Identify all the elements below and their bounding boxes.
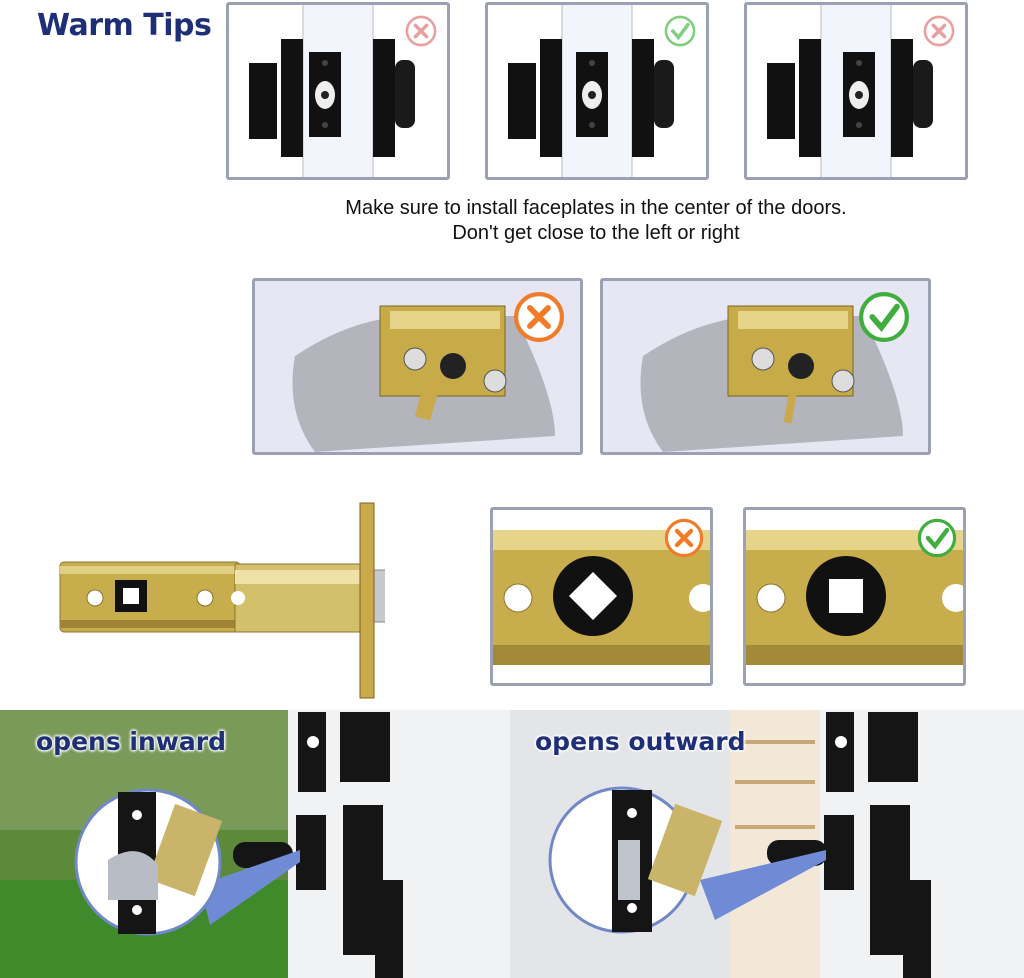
check-circle-icon bbox=[859, 292, 909, 342]
cam-panel-wrong bbox=[252, 278, 583, 455]
check-circle-icon bbox=[917, 518, 957, 558]
faceplate-tip-line2: Don't get close to the left or right bbox=[452, 222, 740, 244]
opens-outward-label: opens outward bbox=[535, 727, 746, 756]
latch-panel-diamond bbox=[490, 507, 713, 686]
x-circle-icon bbox=[405, 15, 437, 47]
latch-illustration bbox=[55, 500, 385, 700]
check-circle-icon bbox=[664, 15, 696, 47]
faceplate-panel-right bbox=[744, 2, 968, 180]
cam-panel-correct bbox=[600, 278, 931, 455]
faceplate-tip-line1: Make sure to install faceplates in the c… bbox=[345, 197, 847, 219]
page-title: Warm Tips bbox=[37, 8, 212, 43]
x-circle-icon bbox=[514, 292, 564, 342]
x-circle-icon bbox=[664, 518, 704, 558]
door-direction-photos bbox=[0, 710, 1024, 978]
opens-inward-label: opens inward bbox=[36, 727, 226, 756]
latch-panel-square bbox=[743, 507, 966, 686]
x-circle-icon bbox=[923, 15, 955, 47]
faceplate-panel-left bbox=[226, 2, 450, 180]
faceplate-panel-center bbox=[485, 2, 709, 180]
